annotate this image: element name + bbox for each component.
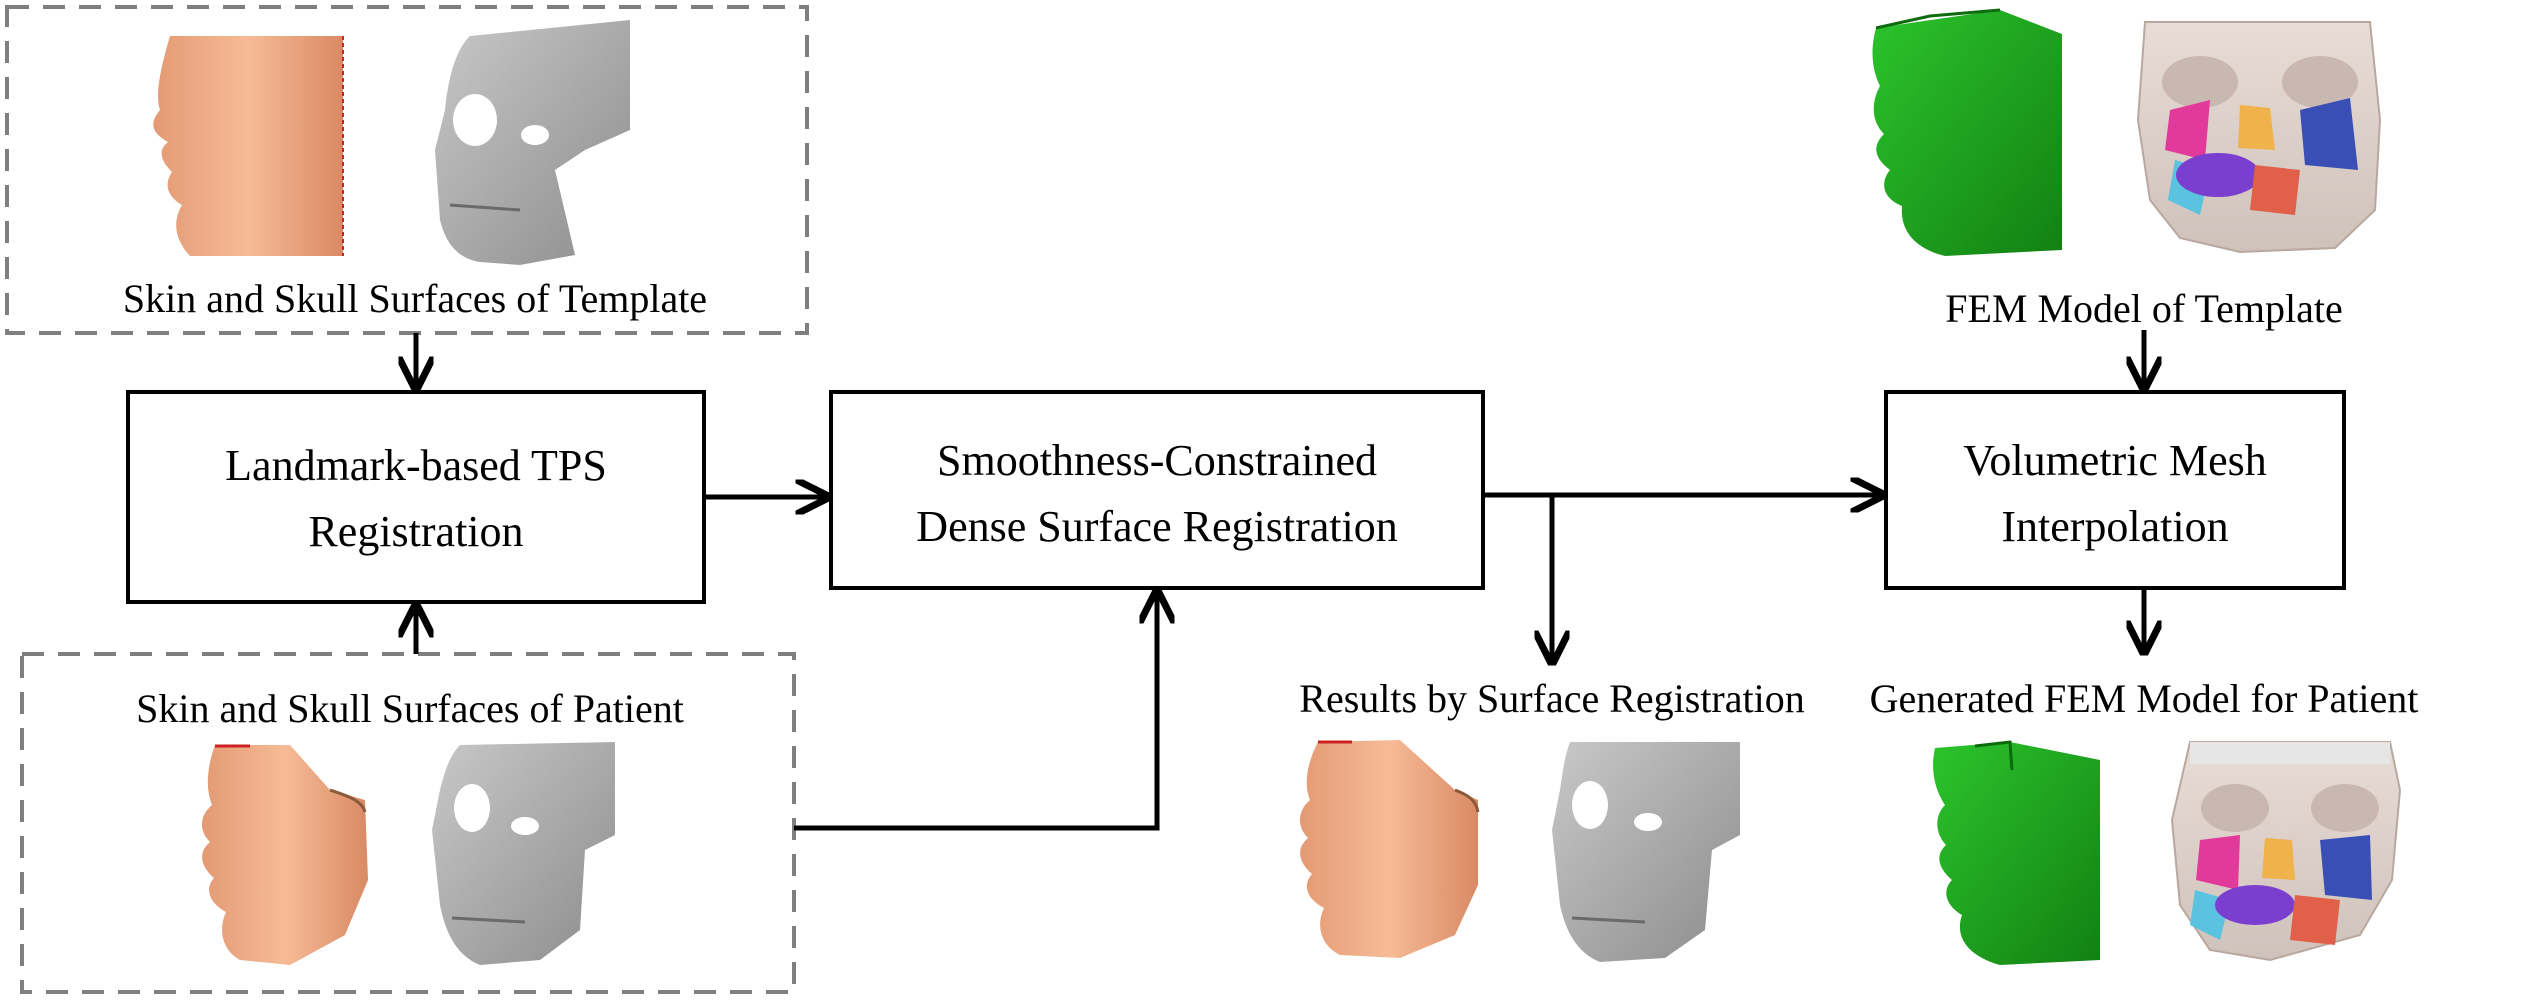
patient-fem-face-image bbox=[2170, 741, 2402, 962]
dense-box-line-2: Dense Surface Registration bbox=[916, 502, 1397, 551]
tps-box-line-2: Registration bbox=[308, 507, 523, 556]
dense-box-line-1: Smoothness-Constrained bbox=[937, 436, 1377, 485]
patient-surfaces-group: Skin and Skull Surfaces of Patient bbox=[20, 652, 796, 994]
template-surfaces-group: Skin and Skull Surfaces of Template bbox=[5, 5, 809, 335]
template-skin-image bbox=[153, 36, 344, 256]
fem-template-caption: FEM Model of Template bbox=[1945, 286, 2343, 331]
surface-results-group: Results by Surface Registration bbox=[1299, 676, 1805, 962]
surface-results-caption: Results by Surface Registration bbox=[1299, 676, 1804, 721]
patient-skin-image bbox=[201, 744, 368, 965]
result-skin-image bbox=[1299, 740, 1480, 958]
vmi-box-line-2: Interpolation bbox=[2001, 502, 2228, 551]
patient-green-skin-image bbox=[1933, 740, 2100, 965]
template-surfaces-caption: Skin and Skull Surfaces of Template bbox=[123, 276, 707, 321]
fem-patient-group: Generated FEM Model for Patient bbox=[1870, 676, 2419, 965]
flow-arrows bbox=[416, 330, 2144, 831]
dense-registration-box: Smoothness-Constrained Dense Surface Reg… bbox=[829, 390, 1485, 590]
fem-patient-caption: Generated FEM Model for Patient bbox=[1870, 676, 2419, 721]
template-skull-image bbox=[435, 20, 630, 265]
template-green-skin-image bbox=[1872, 8, 2062, 256]
arrow-patient-to-dense bbox=[794, 592, 1157, 831]
template-fem-face-image bbox=[2136, 21, 2382, 254]
patient-dashed-border bbox=[20, 652, 796, 994]
template-dashed-border bbox=[5, 5, 809, 335]
volumetric-interpolation-box: Volumetric Mesh Interpolation bbox=[1884, 390, 2346, 590]
fem-template-group: FEM Model of Template bbox=[1872, 8, 2382, 331]
vmi-box-line-1: Volumetric Mesh bbox=[1963, 436, 2267, 485]
result-skull-image bbox=[1552, 742, 1740, 962]
tps-box-line-1: Landmark-based TPS bbox=[225, 441, 607, 490]
patient-surfaces-caption: Skin and Skull Surfaces of Patient bbox=[136, 686, 684, 731]
tps-registration-box: Landmark-based TPS Registration bbox=[126, 390, 706, 604]
patient-skull-image bbox=[432, 742, 615, 965]
